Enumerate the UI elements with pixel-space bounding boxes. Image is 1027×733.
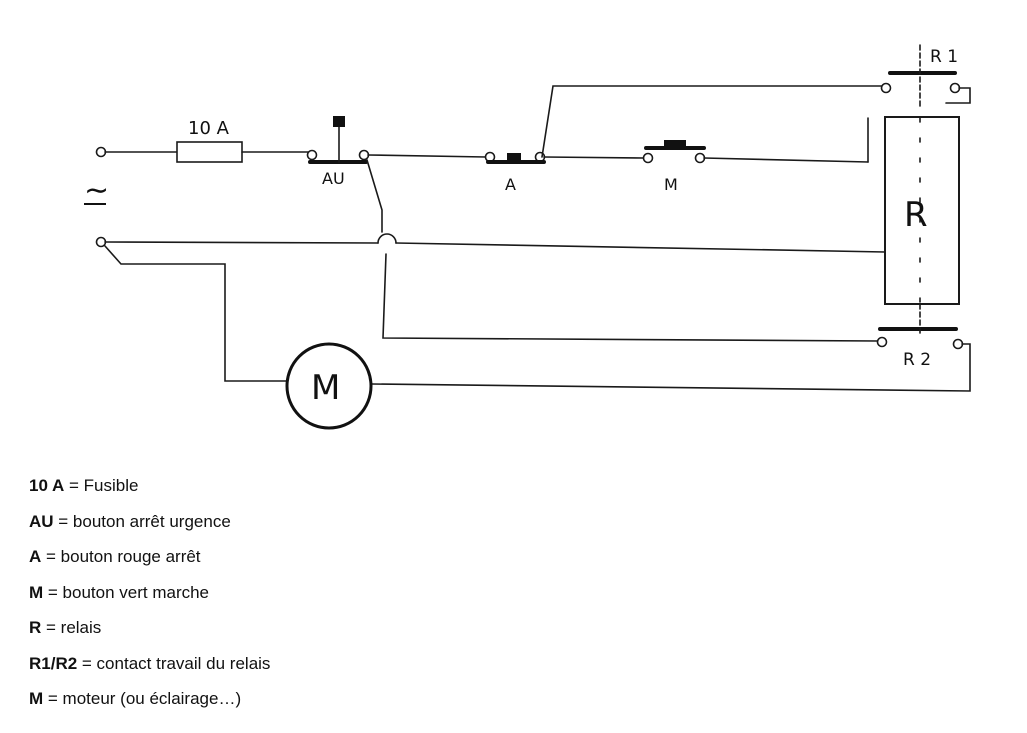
supply-terminal-bottom: [95, 236, 107, 248]
legend-row-start: M = bouton vert marche: [29, 582, 210, 602]
wire-neutral-left: [104, 241, 379, 244]
emergency-stop-switch: [306, 116, 370, 164]
supply-terminal-top: [95, 146, 107, 158]
start-label: M: [664, 175, 678, 194]
legend: 10 A = Fusible AU = bouton arrêt urgence…: [29, 474, 270, 723]
contact-r2: [371, 303, 971, 392]
fuse: [176, 141, 243, 163]
wire-crossover-hop: [377, 233, 397, 244]
wire-au-to-r2: [382, 253, 879, 342]
wire-au-to-stop: [367, 154, 487, 158]
start-button: [642, 140, 706, 164]
legend-row-contacts: R1/R2 = contact travail du relais: [29, 653, 271, 673]
wire-holding-to-r1: [541, 85, 883, 158]
motor-label: M: [311, 368, 340, 408]
stop-label: A: [505, 175, 516, 194]
emergency-stop-label: AU: [322, 169, 345, 188]
wire-neutral-to-relay: [395, 242, 886, 253]
legend-row-stop: A = bouton rouge arrêt: [29, 547, 201, 566]
relay-label: R: [904, 195, 928, 235]
wire-au-down-upper: [366, 159, 383, 233]
wiring-diagram: ∼ 10 A AU A M: [84, 44, 971, 430]
contact-r1: [880, 44, 971, 109]
legend-row-emergency-stop: AU = bouton arrêt urgence: [29, 511, 231, 531]
contact-r1-label: R 1: [930, 47, 958, 67]
relay-coil: [884, 116, 960, 305]
legend-row-relay: R = relais: [29, 618, 102, 637]
fuse-label: 10 A: [188, 118, 230, 139]
svg-text:∼: ∼: [84, 173, 109, 208]
legend-row-fuse: 10 A = Fusible: [29, 476, 139, 495]
contact-r2-label: R 2: [903, 350, 931, 370]
legend-row-motor: M = moteur (ou éclairage…): [29, 689, 242, 708]
wire-neutral-to-motor: [104, 245, 288, 382]
wire-stop-to-start: [543, 156, 645, 159]
stop-button: [484, 151, 546, 164]
wire-start-to-relay: [703, 157, 869, 163]
ac-symbol: ∼: [84, 173, 109, 208]
motor: [285, 342, 373, 430]
